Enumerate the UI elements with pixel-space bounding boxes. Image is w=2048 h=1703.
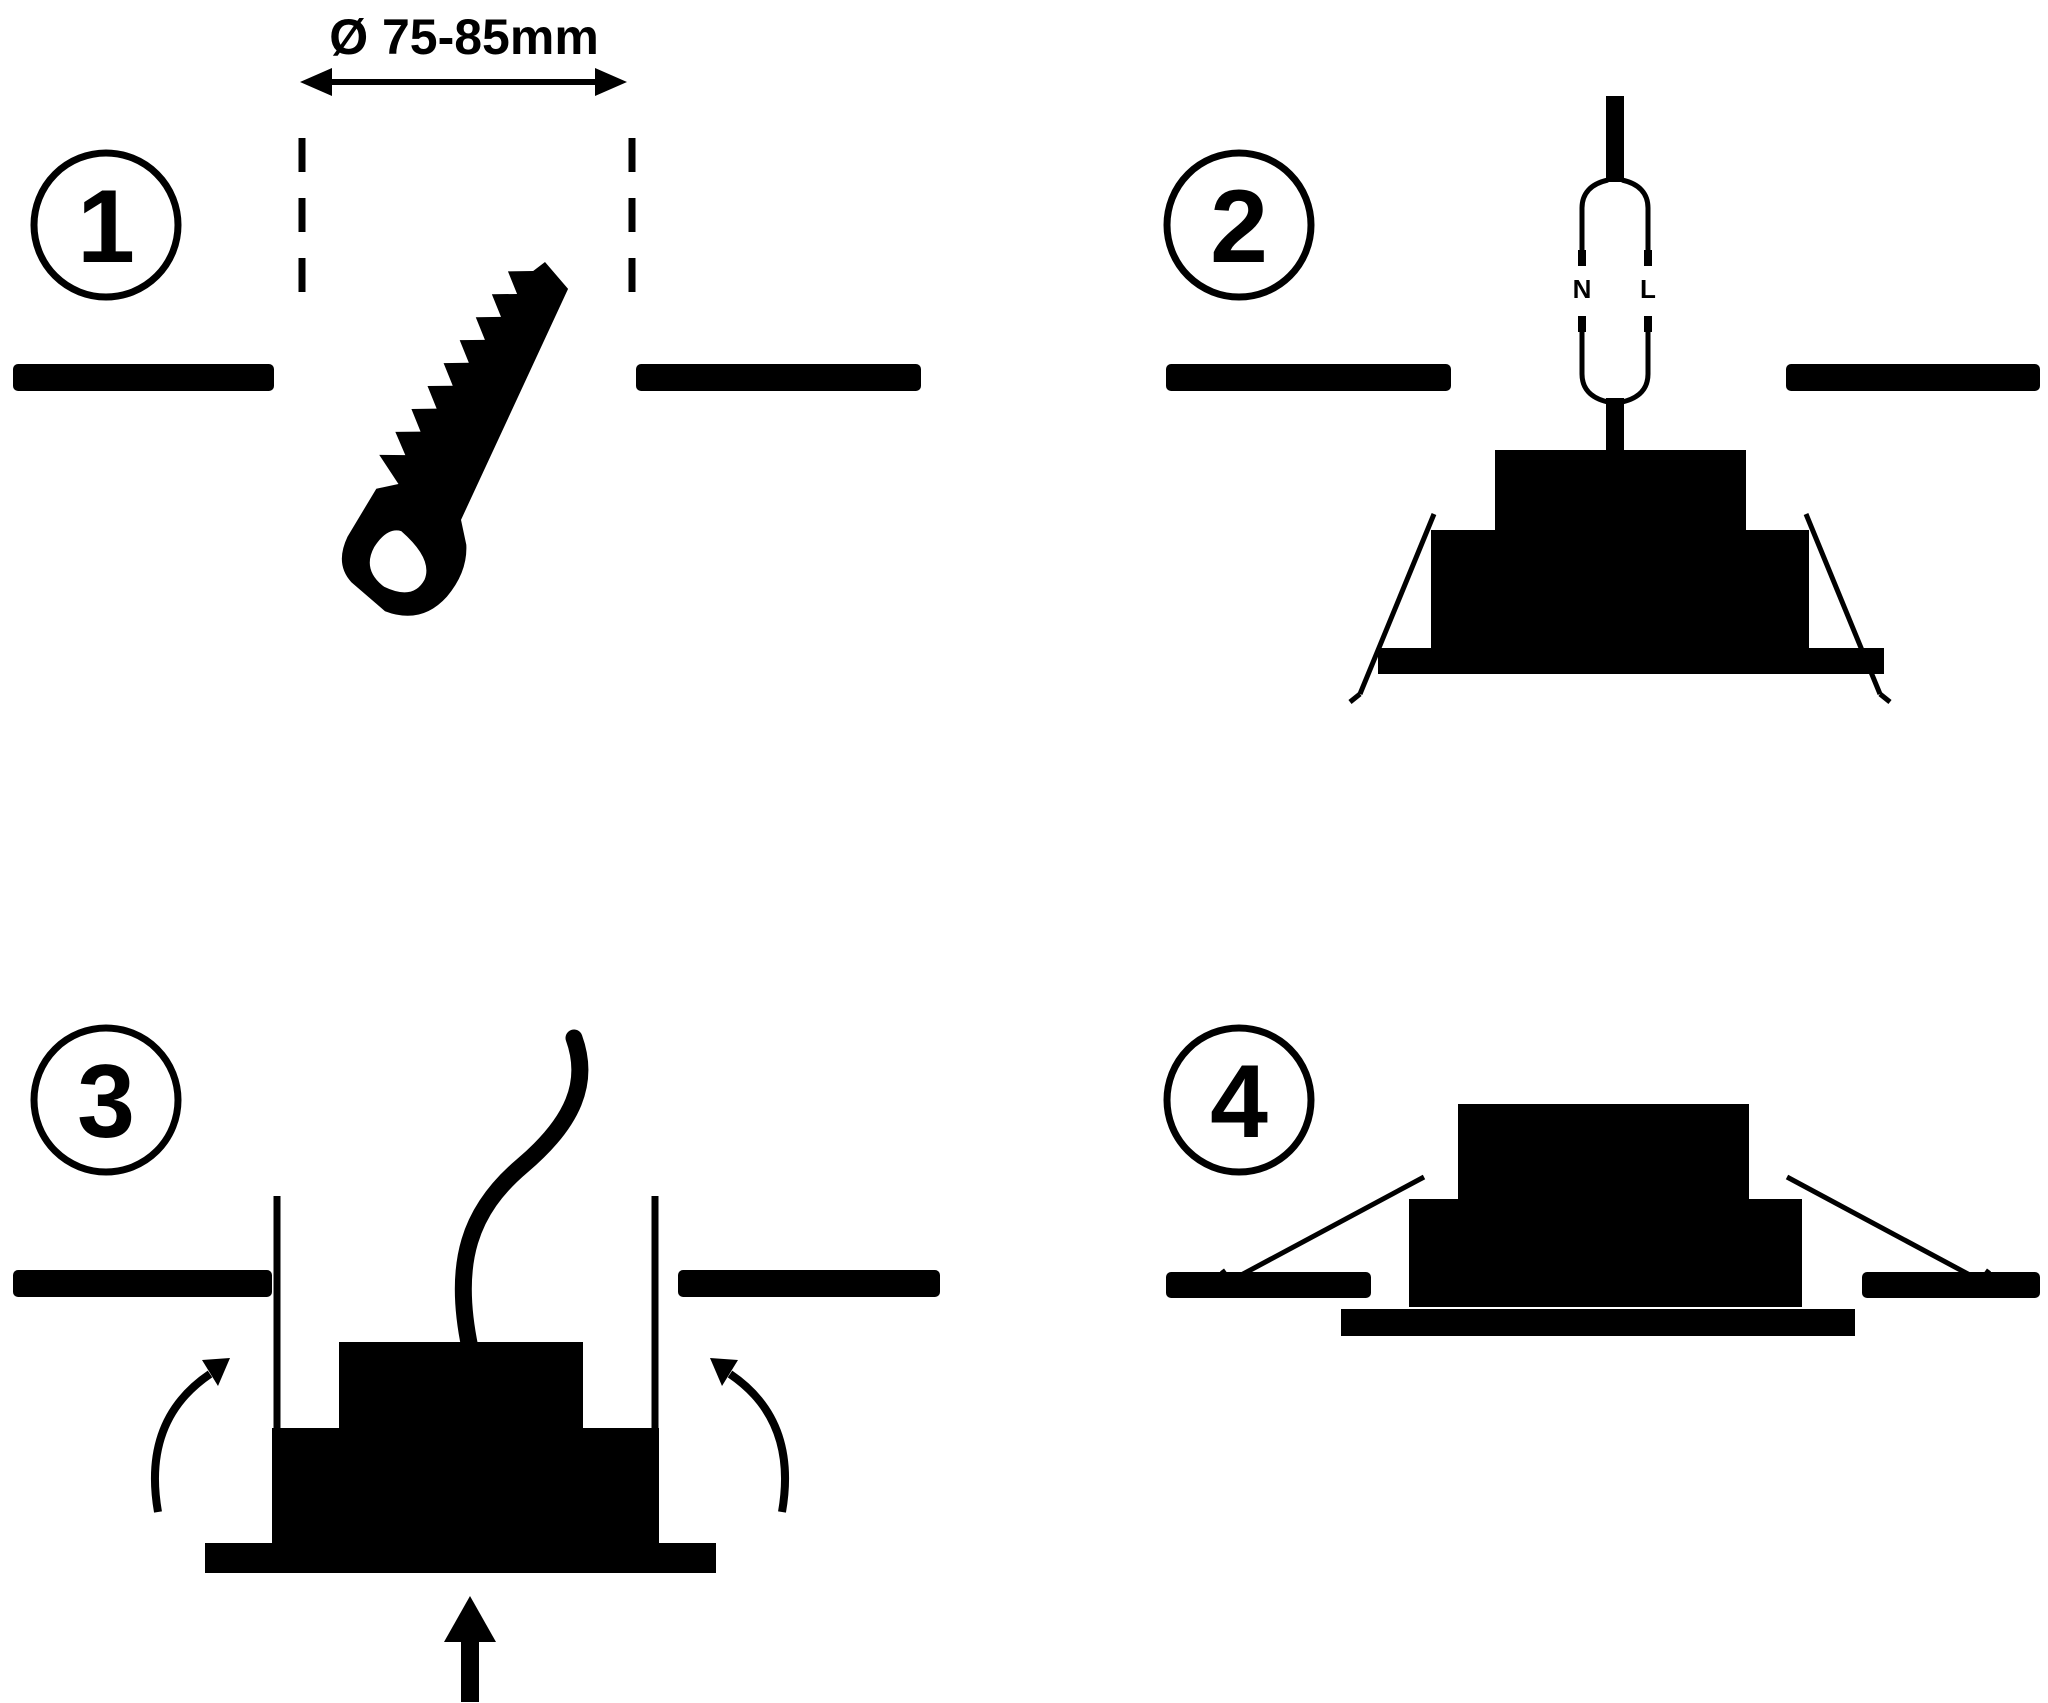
luminaire-cable xyxy=(1606,398,1624,454)
step-4-badge xyxy=(1163,1024,1315,1176)
saw-icon xyxy=(341,262,569,616)
luminaire-body xyxy=(1431,530,1809,649)
ceiling-left-bar xyxy=(1166,1272,1371,1298)
luminaire xyxy=(1378,450,1884,674)
step-3-number: 3 xyxy=(77,1044,135,1160)
trim-ring xyxy=(205,1543,716,1573)
ceiling-left-bar xyxy=(1166,364,1451,391)
neutral-label: N xyxy=(1573,274,1592,304)
luminaire-body xyxy=(1409,1199,1802,1307)
step-2-panel: 2 N L xyxy=(1163,96,2040,704)
mains-cable xyxy=(1606,96,1624,182)
step-1-panel: 1 Ø 75-85mm xyxy=(13,9,921,616)
luminaire-wires xyxy=(1578,316,1652,405)
trim-ring xyxy=(1378,648,1884,674)
live-label: L xyxy=(1640,274,1656,304)
arrowhead-right-icon xyxy=(595,68,627,96)
ceiling-right-bar xyxy=(1862,1272,2040,1298)
trim-ring xyxy=(1341,1309,1855,1336)
step-1-badge xyxy=(30,149,182,301)
rotate-arrow-right-icon xyxy=(710,1358,789,1513)
step-2-badge xyxy=(1163,149,1315,301)
step-3-panel: 3 xyxy=(13,1024,940,1702)
driver-box xyxy=(1495,450,1746,532)
ceiling-right-bar xyxy=(636,364,921,391)
spring-left xyxy=(1348,513,1437,704)
ceiling-right-bar xyxy=(678,1270,940,1297)
mains-wires xyxy=(1578,177,1652,266)
dimension-arrow xyxy=(300,68,627,96)
step-1-number: 1 xyxy=(77,169,135,285)
luminaire xyxy=(1341,1104,1855,1336)
step-3-badge xyxy=(30,1024,182,1176)
spring-right xyxy=(1785,1174,1992,1284)
step-4-number: 4 xyxy=(1210,1044,1268,1160)
hole-dimension-label: Ø 75-85mm xyxy=(329,9,599,65)
step-2-number: 2 xyxy=(1210,169,1268,285)
ceiling-right-bar xyxy=(1786,364,2040,391)
driver-box xyxy=(1458,1104,1749,1201)
push-up-arrow-icon xyxy=(444,1596,496,1702)
ceiling-left-bar xyxy=(13,1270,272,1297)
arrowhead-left-icon xyxy=(300,68,332,96)
luminaire xyxy=(205,1342,716,1573)
luminaire-cable xyxy=(454,1029,589,1357)
ceiling-left-bar xyxy=(13,364,274,391)
driver-box xyxy=(339,1342,583,1430)
luminaire-body xyxy=(272,1428,659,1543)
step-4-panel: 4 xyxy=(1163,1024,2040,1336)
rotate-arrow-left-icon xyxy=(151,1358,230,1513)
spring-left xyxy=(1219,1174,1426,1284)
